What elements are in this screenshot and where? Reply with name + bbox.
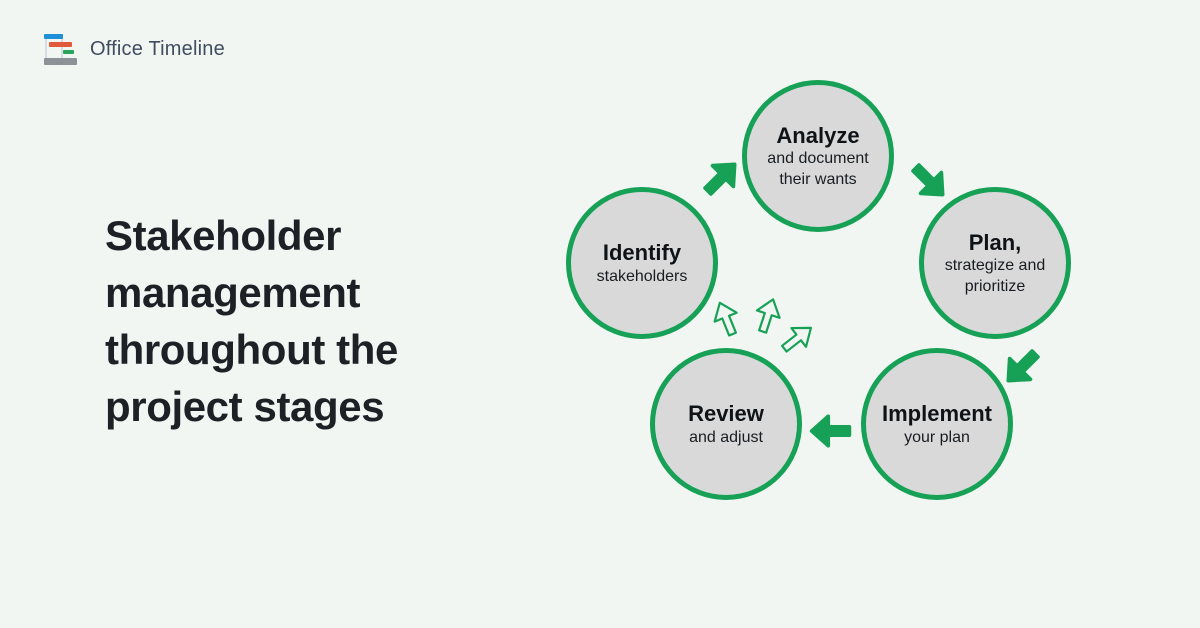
logo-text: Office Timeline bbox=[90, 38, 225, 60]
arrow-implement-to-review-icon bbox=[809, 414, 852, 448]
gantt-chart-icon bbox=[44, 34, 77, 65]
stage-circle-plan: Plan, strategize and prioritize bbox=[919, 187, 1071, 339]
stage-subtitle: and document their wants bbox=[767, 150, 869, 188]
rotation-outline-arrow-left-icon bbox=[713, 301, 738, 337]
stage-circle-implement: Implement your plan bbox=[861, 348, 1013, 500]
stage-title: Review bbox=[688, 401, 764, 427]
headline-line-4: project stages bbox=[105, 383, 385, 430]
arrow-identify-to-analyze-icon bbox=[703, 162, 737, 196]
stage-subtitle: your plan bbox=[904, 428, 970, 446]
stage-title: Identify bbox=[602, 240, 682, 266]
arrow-analyze-to-plan-icon bbox=[911, 163, 945, 197]
stage-title: Plan, bbox=[968, 229, 1022, 255]
rotation-outline-arrow-middle-icon bbox=[755, 298, 781, 334]
stage-subtitle: and adjust bbox=[689, 428, 763, 446]
headline-line-2: management bbox=[105, 269, 361, 316]
stage-circle-identify: Identify stakeholders bbox=[566, 187, 718, 339]
headline-line-1: Stakeholder bbox=[105, 212, 342, 259]
stage-subtitle: stakeholders bbox=[596, 267, 688, 285]
headline-line-3: throughout the bbox=[105, 326, 398, 373]
page-title: Stakeholder management throughout the pr… bbox=[105, 207, 398, 435]
stage-circle-review: Review and adjust bbox=[650, 348, 802, 500]
stage-title: Analyze bbox=[776, 122, 860, 148]
rotation-outline-arrow-right-icon bbox=[780, 326, 813, 353]
arrow-plan-to-implement-icon bbox=[1006, 349, 1040, 383]
stage-subtitle: strategize and prioritize bbox=[944, 257, 1046, 295]
office-timeline-logo: Office Timeline bbox=[44, 34, 225, 65]
stage-title: Implement bbox=[881, 401, 993, 427]
stage-circle-analyze: Analyze and document their wants bbox=[742, 80, 894, 232]
